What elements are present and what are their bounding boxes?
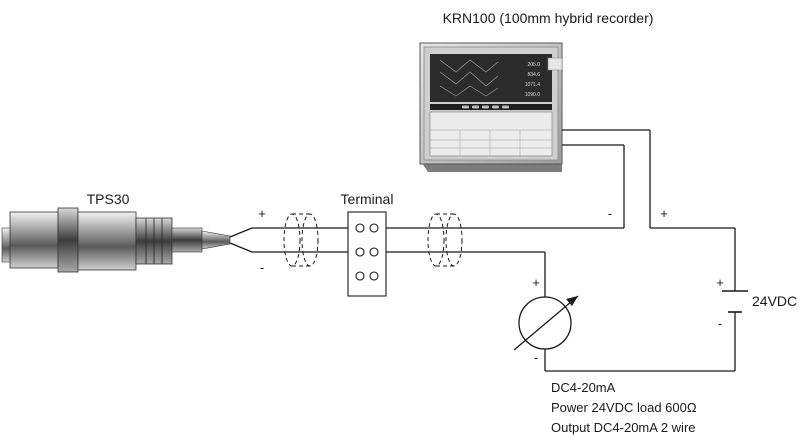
recorder-plus-sign: + bbox=[660, 206, 668, 221]
recorder-chart-paper bbox=[429, 111, 553, 157]
recorder-device: 205.0 834.6 1071.4 1090.0 bbox=[419, 42, 563, 172]
tps30-sensor bbox=[1, 207, 231, 273]
ammeter-symbol bbox=[513, 295, 579, 351]
recorder-value-1: 205.0 bbox=[527, 62, 540, 68]
spec-line-1: DC4-20mA bbox=[551, 380, 616, 395]
recorder-buttons bbox=[462, 105, 509, 109]
meter-minus-sign: - bbox=[534, 350, 538, 365]
recorder-value-2: 834.6 bbox=[527, 72, 540, 78]
supply-label: 24VDC bbox=[752, 293, 797, 309]
recorder-minus-sign: - bbox=[608, 206, 612, 221]
meter-plus-sign: + bbox=[532, 275, 540, 290]
spec-line-3: Output DC4-20mA 2 wire bbox=[551, 420, 696, 435]
sensor-label: TPS30 bbox=[87, 191, 130, 207]
sensor-minus-sign: - bbox=[260, 260, 264, 275]
recorder-value-4: 1090.0 bbox=[525, 92, 541, 98]
supply-plus-sign: + bbox=[716, 275, 724, 290]
recorder-value-3: 1071.4 bbox=[525, 82, 541, 88]
sensor-plus-sign: + bbox=[258, 206, 266, 221]
shield-right bbox=[427, 213, 463, 267]
spec-line-2: Power 24VDC load 600Ω bbox=[551, 400, 697, 415]
battery-symbol bbox=[722, 290, 748, 313]
recorder-title: KRN100 (100mm hybrid recorder) bbox=[443, 10, 654, 26]
terminal-block bbox=[347, 211, 387, 297]
terminal-label: Terminal bbox=[341, 191, 394, 207]
recorder-screen bbox=[430, 54, 552, 102]
wiring bbox=[229, 129, 736, 372]
supply-minus-sign: - bbox=[718, 316, 722, 331]
shield-left bbox=[283, 213, 319, 267]
spec-notes: DC4-20mA Power 24VDC load 600Ω Output DC… bbox=[551, 380, 697, 435]
